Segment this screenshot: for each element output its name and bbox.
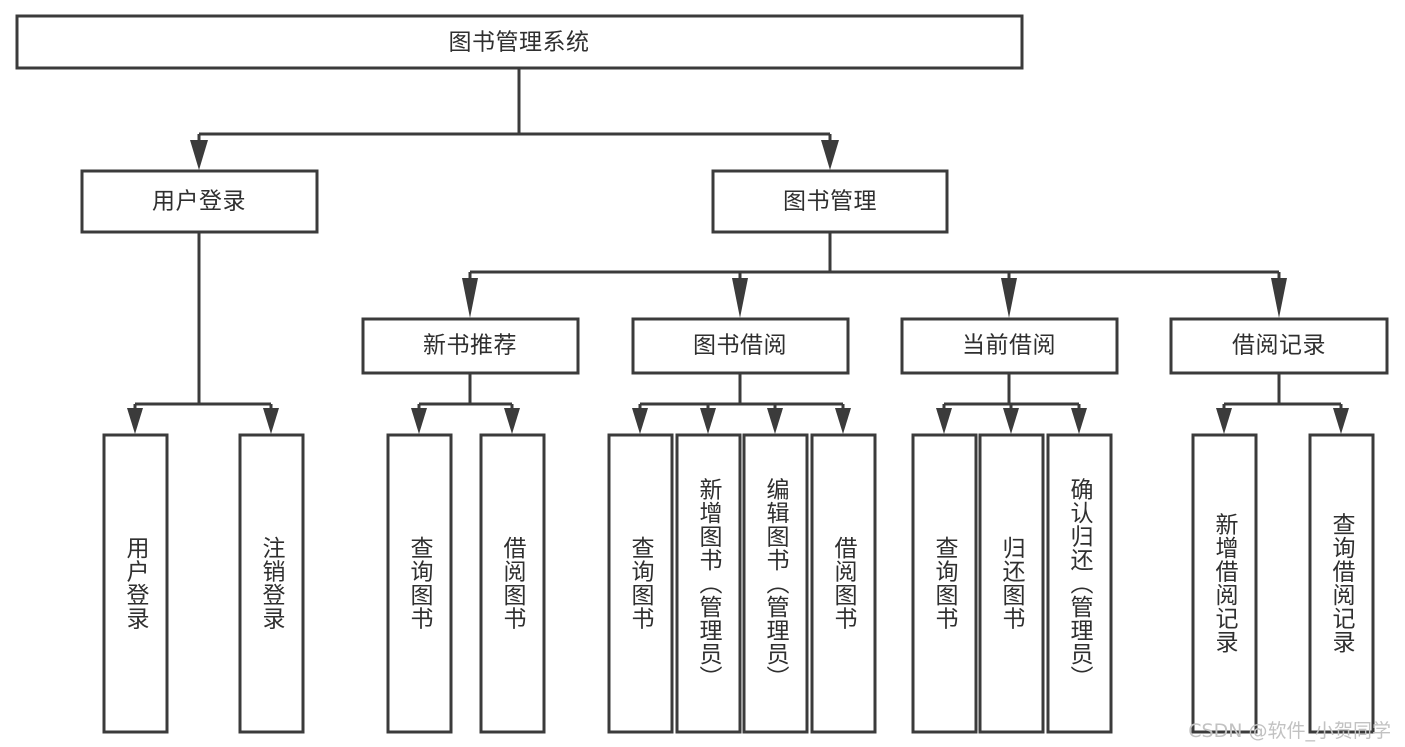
node-new-book-recommend-box [361,317,580,375]
leaf-current-query-book[interactable]: 查询图书 [911,433,978,734]
node-borrow-record[interactable]: 借阅记录 [1169,317,1389,375]
connectors-layer [127,68,1349,434]
leaf-borrow-edit-book-admin-box [742,433,809,734]
arrowhead-current-leaf-1 [936,408,952,434]
leaf-recommend-borrow-book[interactable]: 借阅图书 [479,433,546,734]
leaf-current-confirm-return-admin-label: 确认归还（管理员） [1066,477,1094,689]
leaf-user-logout-box [238,433,305,734]
leaf-user-logout[interactable]: 注销登录 [238,433,305,734]
leaf-record-query-record-box [1308,433,1375,734]
node-root-label: 图书管理系统 [449,30,590,56]
leaf-borrow-borrow-book-box [810,433,877,734]
leaf-recommend-query-book-box [386,433,453,734]
node-root-box [15,14,1024,70]
leaf-recommend-borrow-book-box [479,433,546,734]
arrowhead-leaf-user-login [127,408,143,434]
arrowhead-borrow-leaf-3 [767,408,783,434]
node-user-login-box [80,169,319,234]
leaf-current-query-book-label: 查询图书 [931,536,959,630]
leaf-current-return-book-box [978,433,1045,734]
node-current-borrow[interactable]: 当前借阅 [900,317,1119,375]
leaf-current-confirm-return-admin[interactable]: 确认归还（管理员） [1046,433,1113,734]
leaf-current-confirm-return-admin-box [1046,433,1113,734]
leaf-record-add-record-box [1191,433,1258,734]
node-book-management[interactable]: 图书管理 [711,169,949,234]
node-book-management-box [711,169,949,234]
leaf-borrow-query-book-box [607,433,674,734]
node-book-management-label: 图书管理 [783,189,877,215]
leaf-user-login-1-label: 用户登录 [122,536,150,630]
arrowhead-book-mgmt [821,140,839,170]
arrowhead-new-book-recommend [462,278,478,318]
leaf-current-return-book-label: 归还图书 [998,536,1026,630]
node-user-login-label: 用户登录 [152,189,246,215]
leaf-record-add-record[interactable]: 新增借阅记录 [1191,433,1258,734]
arrowhead-leaf-logout [263,408,279,434]
node-book-borrow-box [631,317,850,375]
leaf-user-login-1[interactable]: 用户登录 [102,433,169,734]
arrowhead-recommend-leaf-2 [504,408,520,434]
leaf-recommend-query-book-label: 查询图书 [406,536,434,630]
node-borrow-record-box [1169,317,1389,375]
node-new-book-recommend-label: 新书推荐 [423,333,517,359]
leaf-borrow-add-book-admin[interactable]: 新增图书（管理员） [675,433,742,734]
node-current-borrow-box [900,317,1119,375]
arrowhead-book-borrow [732,278,748,318]
leaf-borrow-edit-book-admin[interactable]: 编辑图书（管理员） [742,433,809,734]
arrowhead-borrow-leaf-4 [835,408,851,434]
leaf-borrow-add-book-admin-label: 新增图书（管理员） [695,477,723,689]
leaf-user-login-1-box [102,433,169,734]
leaf-recommend-borrow-book-label: 借阅图书 [499,536,527,630]
node-current-borrow-label: 当前借阅 [962,333,1056,359]
leaf-recommend-query-book[interactable]: 查询图书 [386,433,453,734]
leaf-user-logout-label: 注销登录 [258,536,286,630]
leaf-borrow-query-book[interactable]: 查询图书 [607,433,674,734]
node-book-borrow-label: 图书借阅 [693,333,787,359]
arrowhead-record-leaf-1 [1216,408,1232,434]
arrowhead-record-leaf-2 [1333,408,1349,434]
node-root-book-management-system[interactable]: 图书管理系统 [15,14,1024,70]
node-borrow-record-label: 借阅记录 [1232,333,1326,359]
arrowhead-current-leaf-3 [1071,408,1087,434]
arrowhead-recommend-leaf-1 [411,408,427,434]
leaf-borrow-borrow-book-label: 借阅图书 [830,536,858,630]
node-book-borrow[interactable]: 图书借阅 [631,317,850,375]
leaf-record-add-record-label: 新增借阅记录 [1211,513,1239,654]
arrowhead-current-borrow [1001,278,1017,318]
leaf-borrow-add-book-admin-box [675,433,742,734]
leaf-borrow-borrow-book[interactable]: 借阅图书 [810,433,877,734]
arrowhead-user-login [190,140,208,170]
leaf-record-query-record-label: 查询借阅记录 [1328,513,1356,654]
leaf-borrow-query-book-label: 查询图书 [627,536,655,630]
node-new-book-recommend[interactable]: 新书推荐 [361,317,580,375]
leaf-record-query-record[interactable]: 查询借阅记录 [1308,433,1375,734]
node-user-login[interactable]: 用户登录 [80,169,319,234]
leaf-current-return-book[interactable]: 归还图书 [978,433,1045,734]
arrowhead-borrow-leaf-1 [632,408,648,434]
arrowhead-borrow-record [1271,278,1287,318]
arrowhead-current-leaf-2 [1003,408,1019,434]
leaf-current-query-book-box [911,433,978,734]
leaf-borrow-edit-book-admin-label: 编辑图书（管理员） [762,477,790,689]
arrowhead-borrow-leaf-2 [700,408,716,434]
